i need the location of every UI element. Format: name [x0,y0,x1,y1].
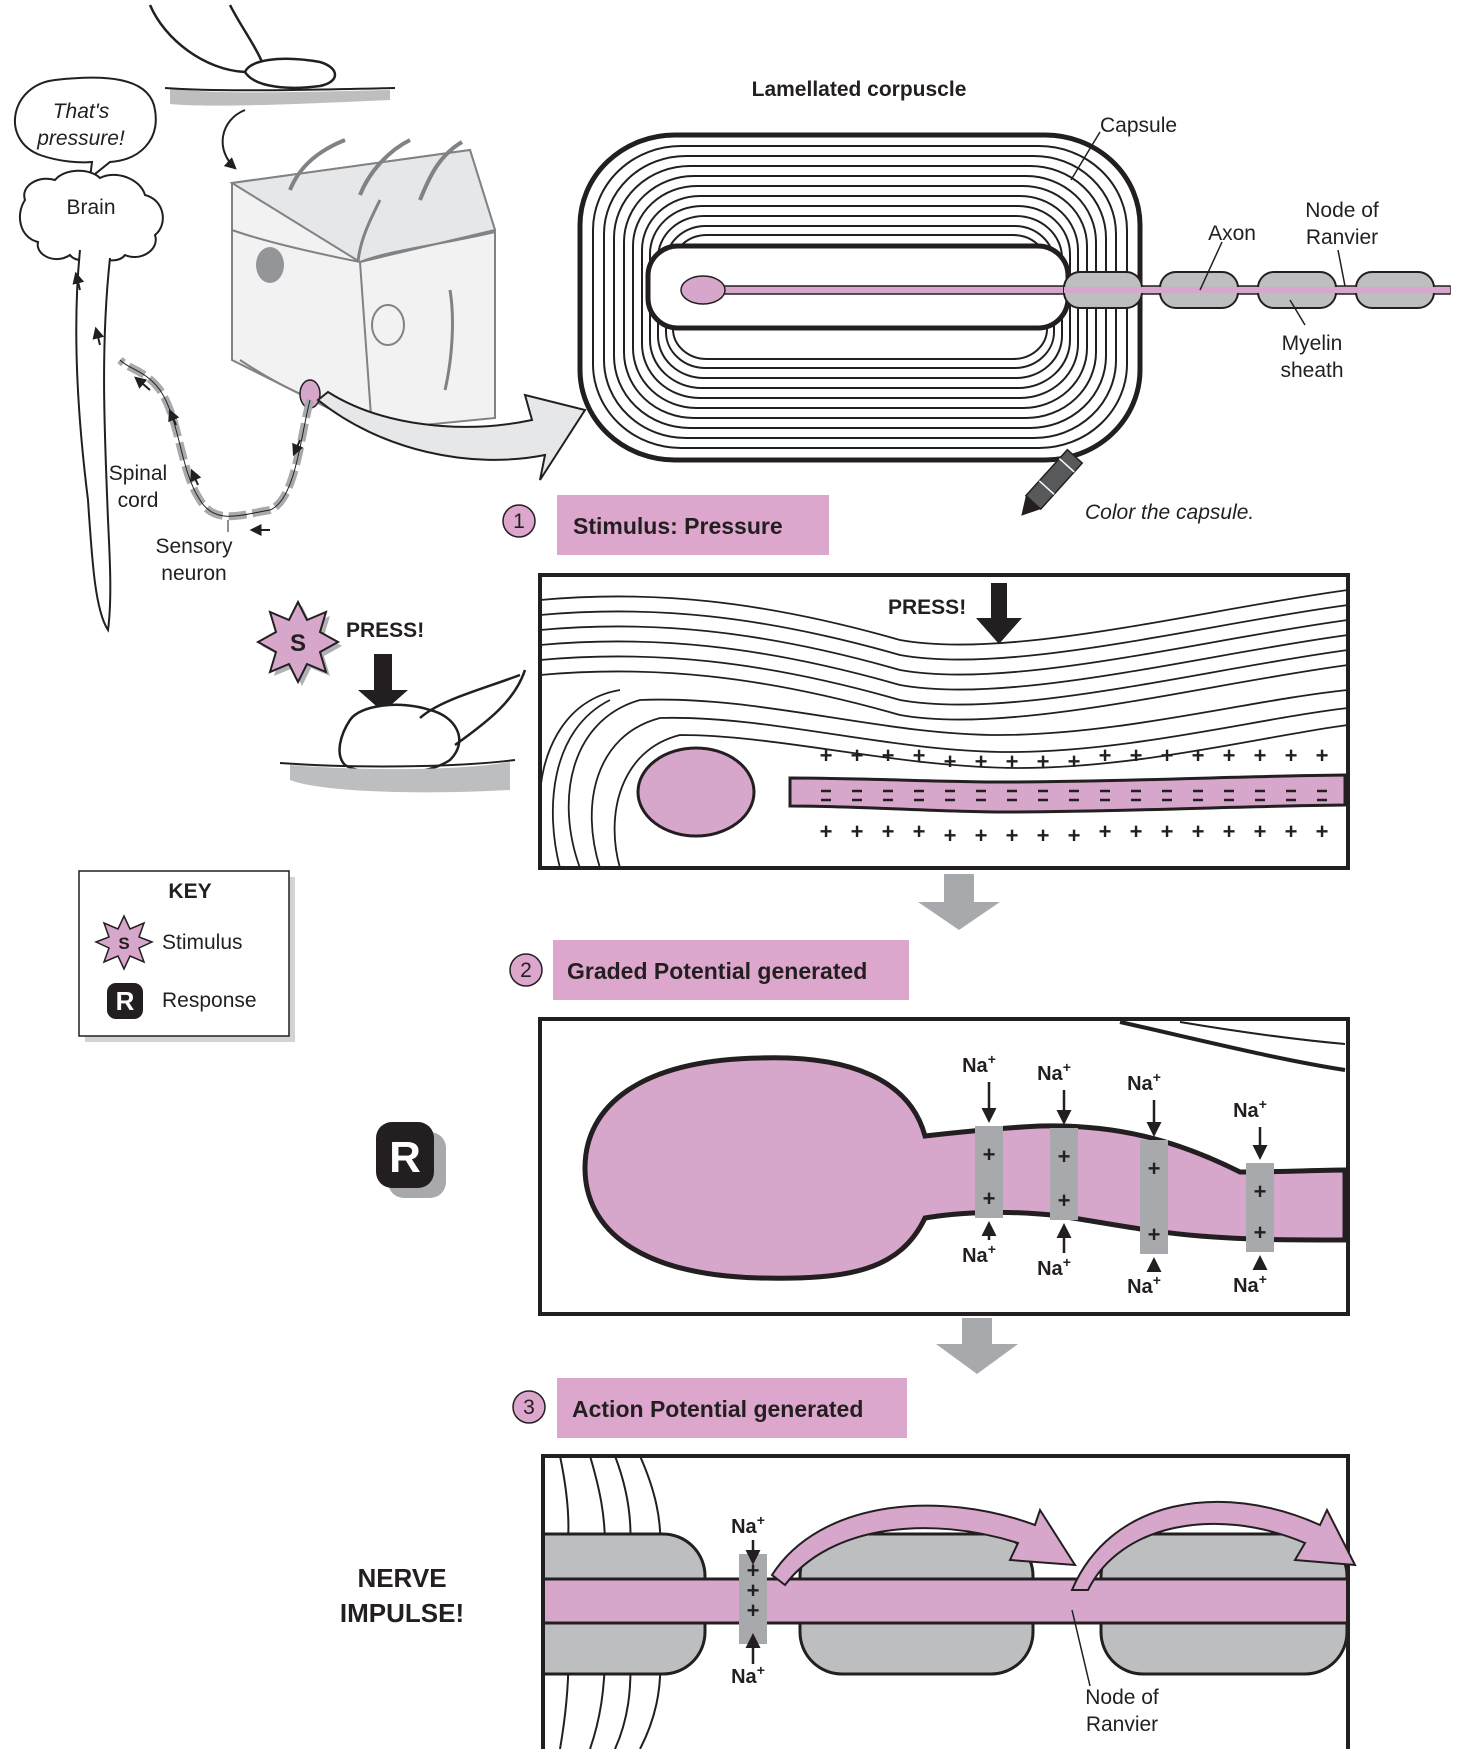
plus-charge: + [851,819,864,844]
sensory-neuron-label-1: Sensory [155,535,233,558]
sensory-neuron-label-2: neuron [161,562,226,585]
myelin-label-2: sheath [1280,359,1343,382]
plus-charge: + [1130,743,1143,768]
plus-charge: + [913,743,926,768]
plus-charge: + [1254,1179,1267,1204]
step-1-panel: PRESS! + + + + + + + + + + + + + + + + + + + + + + + + + + + + + + + + +… [540,575,1348,868]
corpuscle-title: Lamellated corpuscle [752,78,967,101]
plus-charge: + [983,1186,996,1211]
plus-charge: + [1316,743,1329,768]
finger-press-icon [280,670,525,792]
step-3-number: 3 [523,1396,535,1419]
response-badge: R [376,1122,446,1198]
plus-charge: + [1099,819,1112,844]
plus-charge: + [1192,819,1205,844]
plus-charge: + [944,749,957,774]
step-2-label: Graded Potential generated [567,958,867,984]
step-1-label: Stimulus: Pressure [573,513,783,539]
press-label-box: PRESS! [888,596,966,619]
node-label-bottom-1: Node of [1085,1686,1159,1709]
gray-down-arrow-icon [918,874,1000,930]
plus-charge: + [944,823,957,848]
plus-charge: + [975,749,988,774]
plus-charge: + [882,819,895,844]
plus-charge: + [1192,743,1205,768]
step-1-number: 1 [513,510,525,533]
plus-charge: + [820,743,833,768]
plus-charge: + [1161,743,1174,768]
plus-charge: + [1006,823,1019,848]
step-3-header: 3 Action Potential generated [513,1378,907,1438]
curved-arrow-icon [223,110,245,168]
stimulus-badge: S [258,602,342,686]
axon-label: Axon [1208,222,1256,245]
plus-charge: + [851,743,864,768]
key-stimulus-label: Stimulus [162,931,243,954]
plus-charge: + [1068,823,1081,848]
down-arrow-icon [358,654,408,712]
plus-charge: + [1254,819,1267,844]
plus-charge: + [1161,819,1174,844]
step-2-header: 2 Graded Potential generated [510,940,909,1000]
plus-charge: + [1058,1188,1071,1213]
plus-charge: + [1223,743,1236,768]
plus-charge: + [1316,819,1329,844]
plus-charge: + [913,819,926,844]
speech-line-1: That's [53,100,110,123]
nerve-ending-bulb [638,748,754,836]
myelin-label-1: Myelin [1282,332,1343,355]
nerve-impulse-line-1: NERVE [357,1563,446,1593]
finger-top-icon [150,5,395,106]
plus-charge: + [1099,743,1112,768]
node-label-top-2: Ranvier [1306,226,1378,249]
press-label-left: PRESS! [346,619,424,642]
plus-charge: + [1130,819,1143,844]
key-stimulus-symbol: S [118,934,129,953]
stimulus-symbol: S [290,630,306,657]
gray-down-arrow-icon [936,1318,1018,1374]
plus-charge: + [882,743,895,768]
plus-charge: + [820,819,833,844]
nerve-ending-bulb [681,276,725,304]
step-3-panel: Node of Ranvier +++Na+Na+ [480,1456,1355,1749]
key-response-label: Response [162,989,257,1012]
plus-charge: + [1285,819,1298,844]
spinal-cord-icon [76,250,110,630]
plus-charge: + [747,1598,760,1623]
plus-charge: + [983,1142,996,1167]
step-1-header: 1 Stimulus: Pressure [503,495,829,555]
nerve-impulse-line-2: IMPULSE! [340,1598,464,1628]
overview-illustration: That's pressure! Brain Spinal cord Senso… [15,5,585,630]
capsule-label: Capsule [1100,114,1177,137]
plus-charge: + [1285,743,1298,768]
plus-charge: + [1223,819,1236,844]
plus-charge: + [1006,749,1019,774]
plus-charge: + [1254,743,1267,768]
node-label-bottom-2: Ranvier [1086,1713,1158,1736]
skin-block-icon [232,140,495,430]
spinal-cord-label-2: cord [118,489,159,512]
plus-charge: + [1037,823,1050,848]
plus-charge: + [1148,1222,1161,1247]
key-title: KEY [168,880,211,903]
speech-line-2: pressure! [36,127,125,150]
corpuscle-diagram: Lamellated corpuscle Capsule Axon [580,78,1450,524]
plus-charge: + [1068,749,1081,774]
step-3-label: Action Potential generated [572,1396,863,1422]
step-2-number: 2 [520,959,532,982]
plus-charge: + [975,823,988,848]
plus-charge: + [1037,749,1050,774]
plus-charge: + [1058,1144,1071,1169]
node-label-top-1: Node of [1305,199,1379,222]
instruction-text: Color the capsule. [1085,501,1254,524]
plus-charge: + [1254,1220,1267,1245]
key-response-symbol: R [116,986,135,1016]
response-symbol: R [389,1133,421,1182]
key-legend: KEY S Stimulus R Response [79,871,295,1042]
plus-charge: + [1148,1156,1161,1181]
brain-label: Brain [66,196,115,219]
spinal-cord-label-1: Spinal [109,462,167,485]
step-2-panel: ++Na+Na+++Na+Na+++Na+Na+++Na+Na+ [540,1019,1348,1314]
